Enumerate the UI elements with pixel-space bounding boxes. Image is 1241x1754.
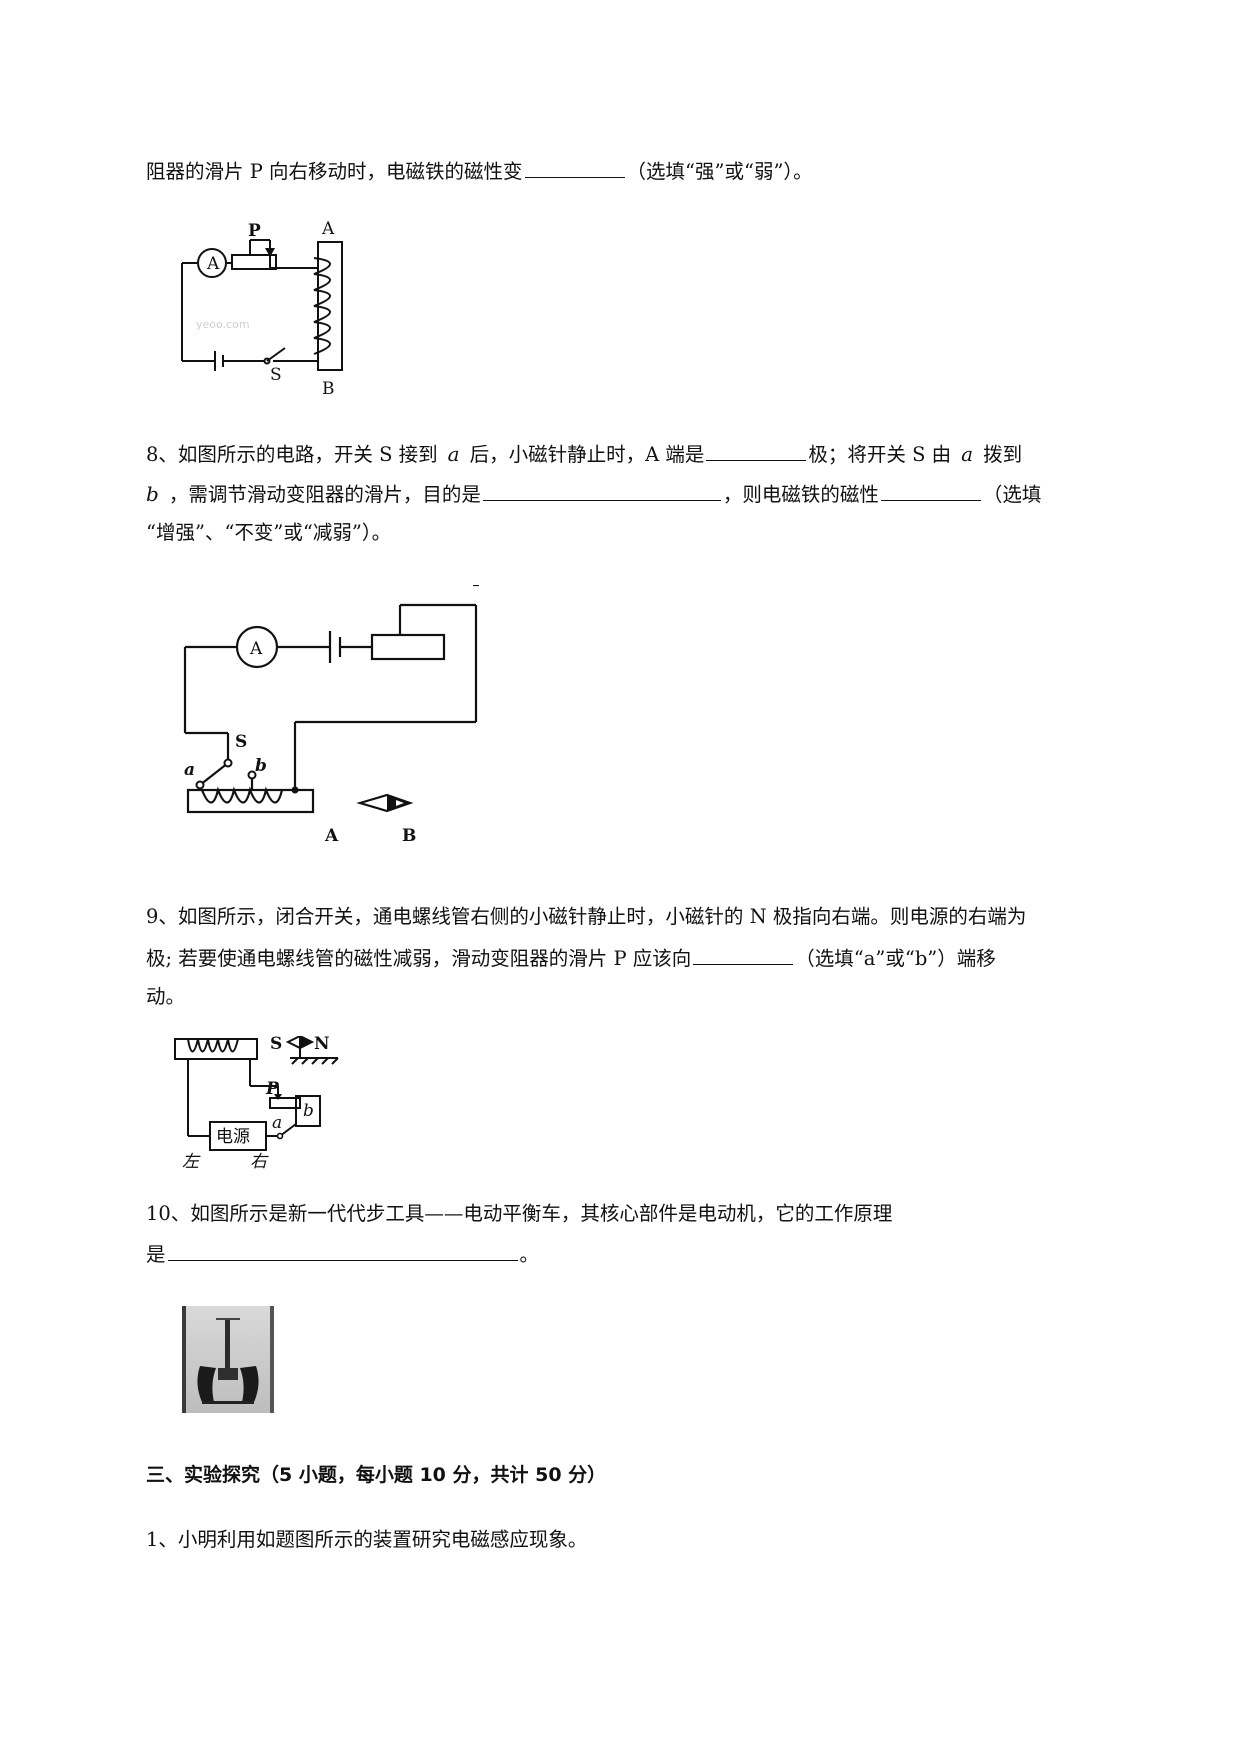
q7-blank[interactable] [524,155,625,178]
fig9-s-label: S [270,1036,282,1054]
q9-blank[interactable] [693,942,794,965]
fig7-watermark: yeoo.com [196,318,250,331]
q10-blank[interactable] [167,1238,518,1261]
q8-var-a-2: a [961,442,974,466]
fig7-ammeter-label: A [206,254,220,274]
q9-line-3: 动。 [146,985,186,1008]
fig7-circuit-diagram: A P A B S yeoo.com [181,219,343,399]
fig9-circuit-diagram: S N P a b 电源 左 右 [174,1036,339,1172]
balance-scooter-photo [182,1306,274,1413]
fig9-n-label: N [314,1036,330,1054]
fig7-p-label: P [248,221,261,241]
q8-line-3: “增强”、“不变”或“减弱”）。 [146,521,392,544]
fig9-right-label: 右 [250,1152,269,1172]
q9-line-2: 极; 若要使通电螺线管的磁性减弱，滑动变阻器的滑片 P 应该向（选填“a”或“b… [146,942,996,974]
q10-line-2: 是。 [146,1238,539,1270]
q8-blank-2[interactable] [482,478,721,501]
q7-tail-line: 阻器的滑片 P 向右移动时，电磁铁的磁性变 （选填“强”或“弱”）。 [146,155,813,187]
exp1-line: 1、小明利用如题图所示的装置研究电磁感应现象。 [146,1528,588,1551]
fig9-b-label: b [303,1101,314,1121]
q8-blank-3[interactable] [880,478,981,501]
fig9-a-label: a [272,1113,282,1133]
q9-line-1: 9、如图所示，闭合开关，通电螺线管右侧的小磁针静止时，小磁针的 N 极指向右端。… [146,905,1027,928]
q10-line-1: 10、如图所示是新一代代步工具——电动平衡车，其核心部件是电动机，它的工作原理 [146,1202,893,1225]
fig8-a-label: a [184,760,195,780]
fig8-b-label: b [255,756,267,776]
section-3-heading: 三、实验探究（5 小题，每小题 10 分，共计 50 分） [146,1464,607,1486]
fig9-source-label: 电源 [216,1127,250,1147]
fig7-bottom-label: B [322,379,335,399]
q8-blank-1[interactable] [706,438,807,461]
fig8-end-a-label: A [324,826,339,846]
q8-var-b: b [146,482,159,506]
q7-text-2: （选填“强”或“弱”）。 [626,160,813,183]
fig7-top-label: A [321,219,335,239]
q8-line-2: b，需调节滑动变阻器的滑片，目的是，则电磁铁的磁性（选填 [146,478,1041,510]
fig7-s-label: S [270,365,282,385]
fig8-end-b-label: B [402,826,416,846]
fig9-p-label: P [265,1079,280,1099]
fig8-s-label: S [235,732,247,752]
q7-text: 阻器的滑片 P 向右移动时，电磁铁的磁性变 [146,160,523,183]
fig8-ammeter-label: A [249,639,263,659]
q8-var-a: a [447,442,460,466]
fig8-circuit-diagram: A S a b A B [183,585,479,846]
fig9-left-label: 左 [182,1152,201,1172]
